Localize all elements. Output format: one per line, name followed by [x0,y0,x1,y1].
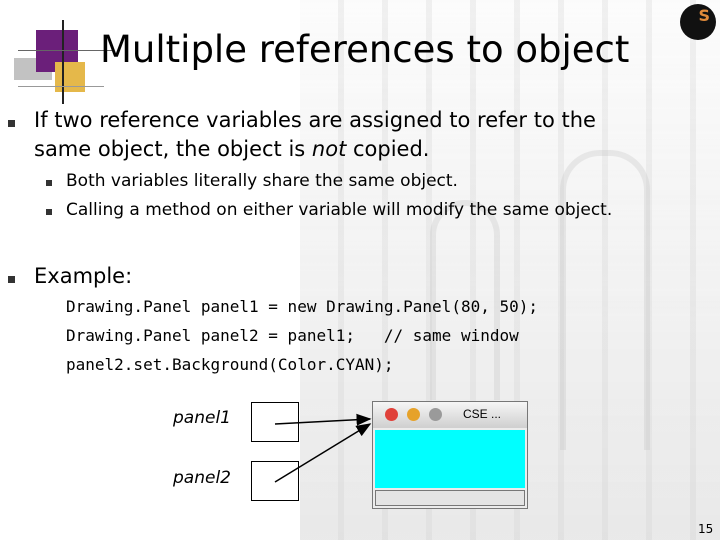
sub-bullet-text: Both variables literally share the same … [66,171,458,191]
minimize-icon[interactable] [407,408,420,421]
bullet-text: Example: [34,264,133,288]
code-line: Drawing.Panel panel2 = panel1; // same w… [66,326,519,345]
decorative-square-gold [55,62,85,92]
reference-box-panel2 [251,461,299,501]
text-segment: copied. [346,137,430,161]
zoom-icon[interactable] [429,408,442,421]
background-arch [430,200,500,400]
decorative-line [18,50,114,51]
bullet-icon [8,276,15,283]
bullet-text-continued: same object, the object is not copied. [34,137,429,161]
decorative-line [18,86,104,87]
sub-bullet-text: Calling a method on either variable will… [66,200,613,220]
sub-bullet-icon [46,180,52,186]
window-canvas [375,430,525,488]
bullet-icon [8,120,15,127]
university-logo-icon: S [680,4,716,40]
variable-label-panel2: panel2 [173,468,231,488]
arrow-panel1 [274,413,372,426]
arrow-panel2 [274,423,372,483]
code-line: panel2.set.Background(Color.CYAN); [66,355,394,374]
text-segment: same object, the object is [34,137,312,161]
slide-title: Multiple references to object [100,28,630,71]
emphasis-text: not [311,137,347,161]
window-status-bar [375,490,525,506]
background-arch [560,150,650,450]
variable-label-panel1: panel1 [173,408,231,428]
logo-letter: S [698,6,710,25]
page-number: 15 [698,522,714,536]
decorative-line [62,20,64,104]
close-icon[interactable] [385,408,398,421]
code-line: Drawing.Panel panel1 = new Drawing.Panel… [66,297,539,316]
reference-box-panel1 [251,402,299,442]
window-title-bar: CSE ... [373,402,527,428]
bullet-text: If two reference variables are assigned … [34,108,596,132]
sub-bullet-icon [46,209,52,215]
window-title: CSE ... [463,407,502,421]
drawing-panel-window: CSE ... [372,401,528,509]
